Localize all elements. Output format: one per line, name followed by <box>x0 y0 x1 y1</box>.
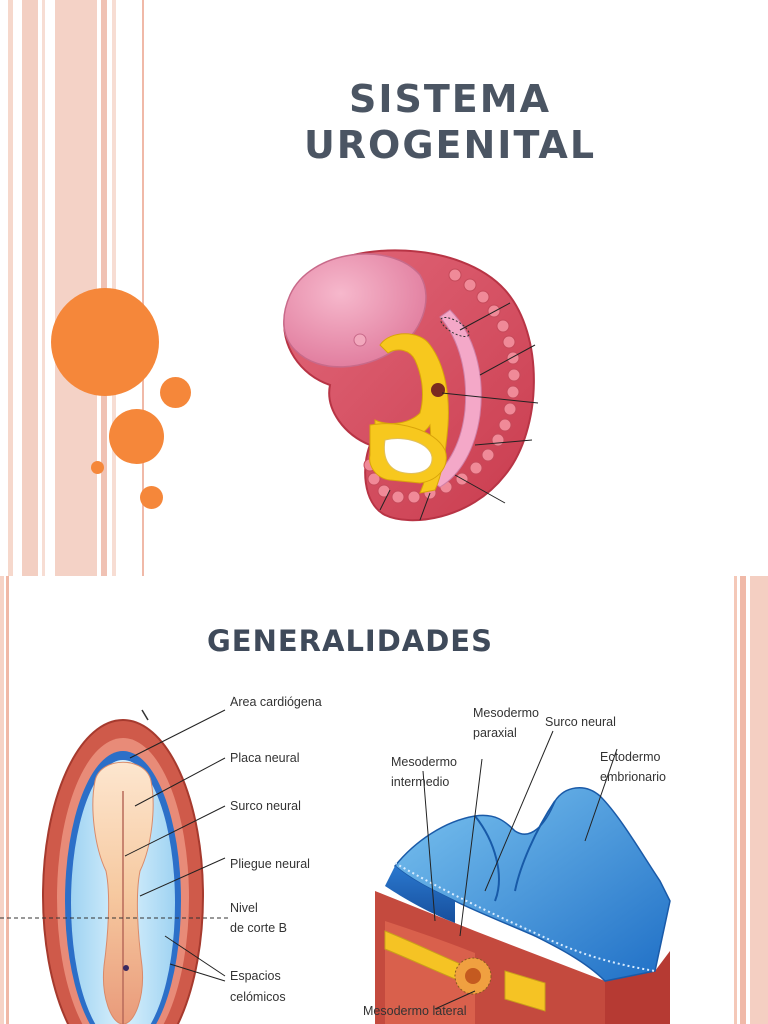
label-celomicos: celómicos <box>230 990 286 1004</box>
decor-stripe <box>0 576 4 1024</box>
decor-stripe <box>22 0 38 576</box>
label-espacios: Espacios <box>230 969 281 983</box>
slide-title-text: GENERALIDADES <box>206 624 494 658</box>
label-pliegue-neural: Pliegue neural <box>230 857 310 871</box>
label-mesodermo-lateral: Mesodermo lateral <box>363 1004 467 1018</box>
embryo-disc-figure: Área cardiógena Placa neural Surco neura… <box>0 696 322 1024</box>
decor-circle <box>140 486 163 509</box>
decor-stripe <box>55 0 97 576</box>
slide-title: SISTEMA UROGENITAL <box>8 0 650 576</box>
title-line-2: UROGENITAL <box>303 123 597 167</box>
slide-generalidades: GENERALIDADES <box>0 576 768 1024</box>
label-area-cardiogena: Área cardiógena <box>230 696 322 709</box>
label-embrionario: embrionario <box>600 770 666 784</box>
decor-stripe <box>740 576 746 1024</box>
label-nivel: Nivel <box>230 901 258 915</box>
decor-circle <box>109 409 164 464</box>
slide-title-text: SISTEMA UROGENITAL <box>250 76 650 168</box>
label-mesodermo-paraxial: Mesodermo <box>473 706 539 720</box>
decor-circle <box>51 288 159 396</box>
embryo-illustration <box>283 249 539 522</box>
decor-stripe <box>8 0 13 576</box>
label-surco-neural: Surco neural <box>230 799 301 813</box>
label-de-corte-b: de corte B <box>230 921 287 935</box>
title-line-1: SISTEMA <box>349 77 551 121</box>
decor-circle <box>91 461 104 474</box>
label-paraxial: paraxial <box>473 726 517 740</box>
decor-stripe <box>750 576 768 1024</box>
label-mesodermo-intermedio: Mesodermo <box>391 755 457 769</box>
decor-stripe <box>42 0 45 576</box>
label-surco-neural-b: Surco neural <box>545 715 616 729</box>
decor-stripe <box>142 0 144 576</box>
decor-stripe <box>734 576 737 1024</box>
label-placa-neural: Placa neural <box>230 751 300 765</box>
mesoderm-section-figure: Mesodermo paraxial Mesodermo intermedio … <box>363 706 671 1024</box>
label-intermedio: intermedio <box>391 775 449 789</box>
decor-stripe <box>6 576 9 1024</box>
label-ectodermo: Ectodermo <box>600 750 660 764</box>
decor-circle <box>160 377 191 408</box>
